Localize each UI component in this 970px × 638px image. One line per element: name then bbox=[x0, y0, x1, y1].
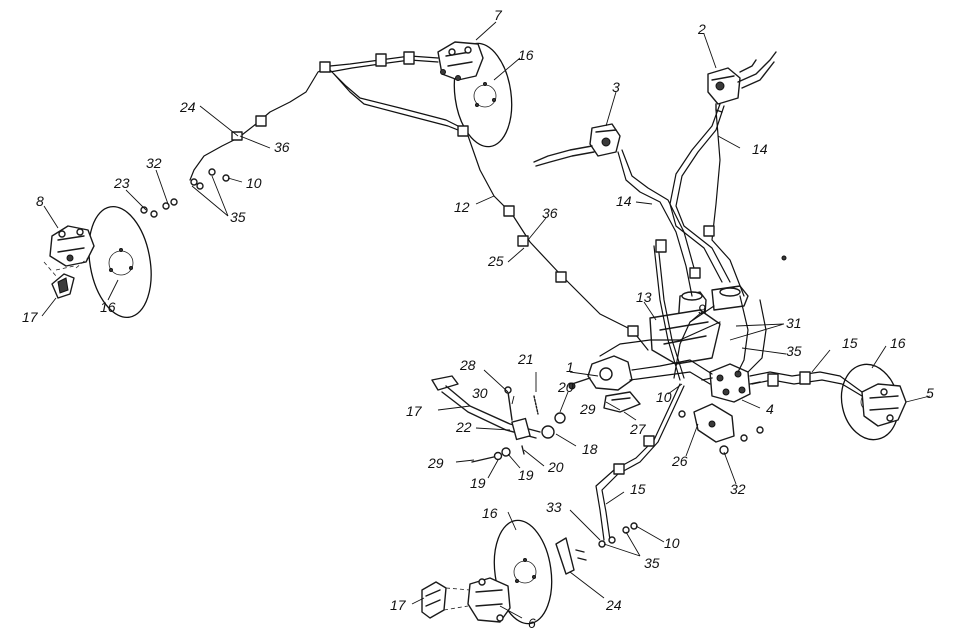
callout-9: 9 bbox=[698, 301, 706, 317]
callout-10: 10 bbox=[246, 175, 262, 191]
callout-10-text: 10 bbox=[664, 535, 680, 551]
callout-18: 17 bbox=[406, 403, 423, 419]
callout-6: 6 bbox=[528, 615, 536, 631]
callout-22: 21 bbox=[517, 351, 534, 367]
callout-35: 35 bbox=[644, 555, 660, 571]
callout-34: 32 bbox=[146, 155, 162, 171]
callout-15: 15 bbox=[842, 335, 858, 351]
master-cylinder-left-lever bbox=[533, 123, 621, 167]
callout-25: 25 bbox=[487, 253, 504, 269]
callout-20: 19 bbox=[470, 475, 486, 491]
master-cylinder-right-lever bbox=[707, 51, 777, 113]
callout-3: 3 bbox=[612, 79, 620, 95]
callout-4: 4 bbox=[766, 401, 774, 417]
callout-24: 23 bbox=[113, 175, 130, 191]
pedal-master-cylinder bbox=[568, 355, 633, 391]
caliper-right bbox=[861, 383, 907, 427]
callout-16: 16 bbox=[518, 47, 534, 63]
callout-26: 26 bbox=[671, 453, 688, 469]
brake-lines bbox=[140, 51, 863, 575]
callout-labels: 7 2 16 3 24 36 14 32 23 10 8 14 12 36 35… bbox=[22, 7, 934, 631]
callout-21: 20 bbox=[547, 459, 564, 475]
callout-27: 27 bbox=[629, 421, 647, 437]
brake-reservoir-unit bbox=[649, 285, 749, 365]
callout-16: 16 bbox=[482, 505, 498, 521]
mounting-bracket bbox=[678, 255, 787, 455]
callout-2: 2 bbox=[697, 21, 706, 37]
caliper-bottom bbox=[467, 577, 511, 623]
brake-disc-front-left bbox=[88, 205, 152, 319]
callout-19: 18 bbox=[582, 441, 598, 457]
callout-35: 35 bbox=[230, 209, 246, 225]
brake-pedal bbox=[431, 375, 641, 463]
callout-36: 36 bbox=[274, 139, 290, 155]
callout-12: 12 bbox=[454, 199, 470, 215]
callout-8: 8 bbox=[36, 193, 44, 209]
callout-16: 16 bbox=[100, 299, 116, 315]
callout-36: 36 bbox=[542, 205, 558, 221]
brake-distributor-block bbox=[701, 363, 761, 403]
callout-14: 14 bbox=[616, 193, 632, 209]
callout-20: 20 bbox=[557, 379, 574, 395]
brake-pad-left bbox=[43, 257, 89, 299]
brake-pad-bottom bbox=[421, 581, 471, 619]
callout-24: 24 bbox=[605, 597, 622, 613]
callout-32-text: 32 bbox=[730, 481, 746, 497]
callout-14: 14 bbox=[752, 141, 768, 157]
callout-31: 30 bbox=[472, 385, 488, 401]
callout-11: 10 bbox=[656, 389, 672, 405]
callout-33: 31 bbox=[786, 315, 802, 331]
callout-5: 5 bbox=[926, 385, 934, 401]
caliper-top bbox=[437, 41, 484, 81]
callout-29-text: 29 bbox=[427, 455, 444, 471]
callout-30: 29 bbox=[579, 401, 596, 417]
leader-lines bbox=[41, 21, 931, 619]
callout-34: 33 bbox=[546, 499, 562, 515]
callout-17: 17 bbox=[22, 309, 39, 325]
callout-35: 35 bbox=[786, 343, 802, 359]
callout-23: 22 bbox=[455, 419, 472, 435]
callout-19: 19 bbox=[518, 467, 534, 483]
callout-15: 15 bbox=[630, 481, 646, 497]
callout-16: 16 bbox=[890, 335, 906, 351]
callout-28: 28 bbox=[459, 357, 476, 373]
callout-1: 1 bbox=[566, 359, 574, 375]
callout-7: 7 bbox=[494, 7, 503, 23]
callout-13: 13 bbox=[636, 289, 652, 305]
callout-17-text: 17 bbox=[390, 597, 407, 613]
caliper-left bbox=[49, 225, 95, 267]
callout-labels-extra: 29 29 32 10 17 bbox=[390, 455, 746, 613]
callout-25: 24 bbox=[179, 99, 196, 115]
